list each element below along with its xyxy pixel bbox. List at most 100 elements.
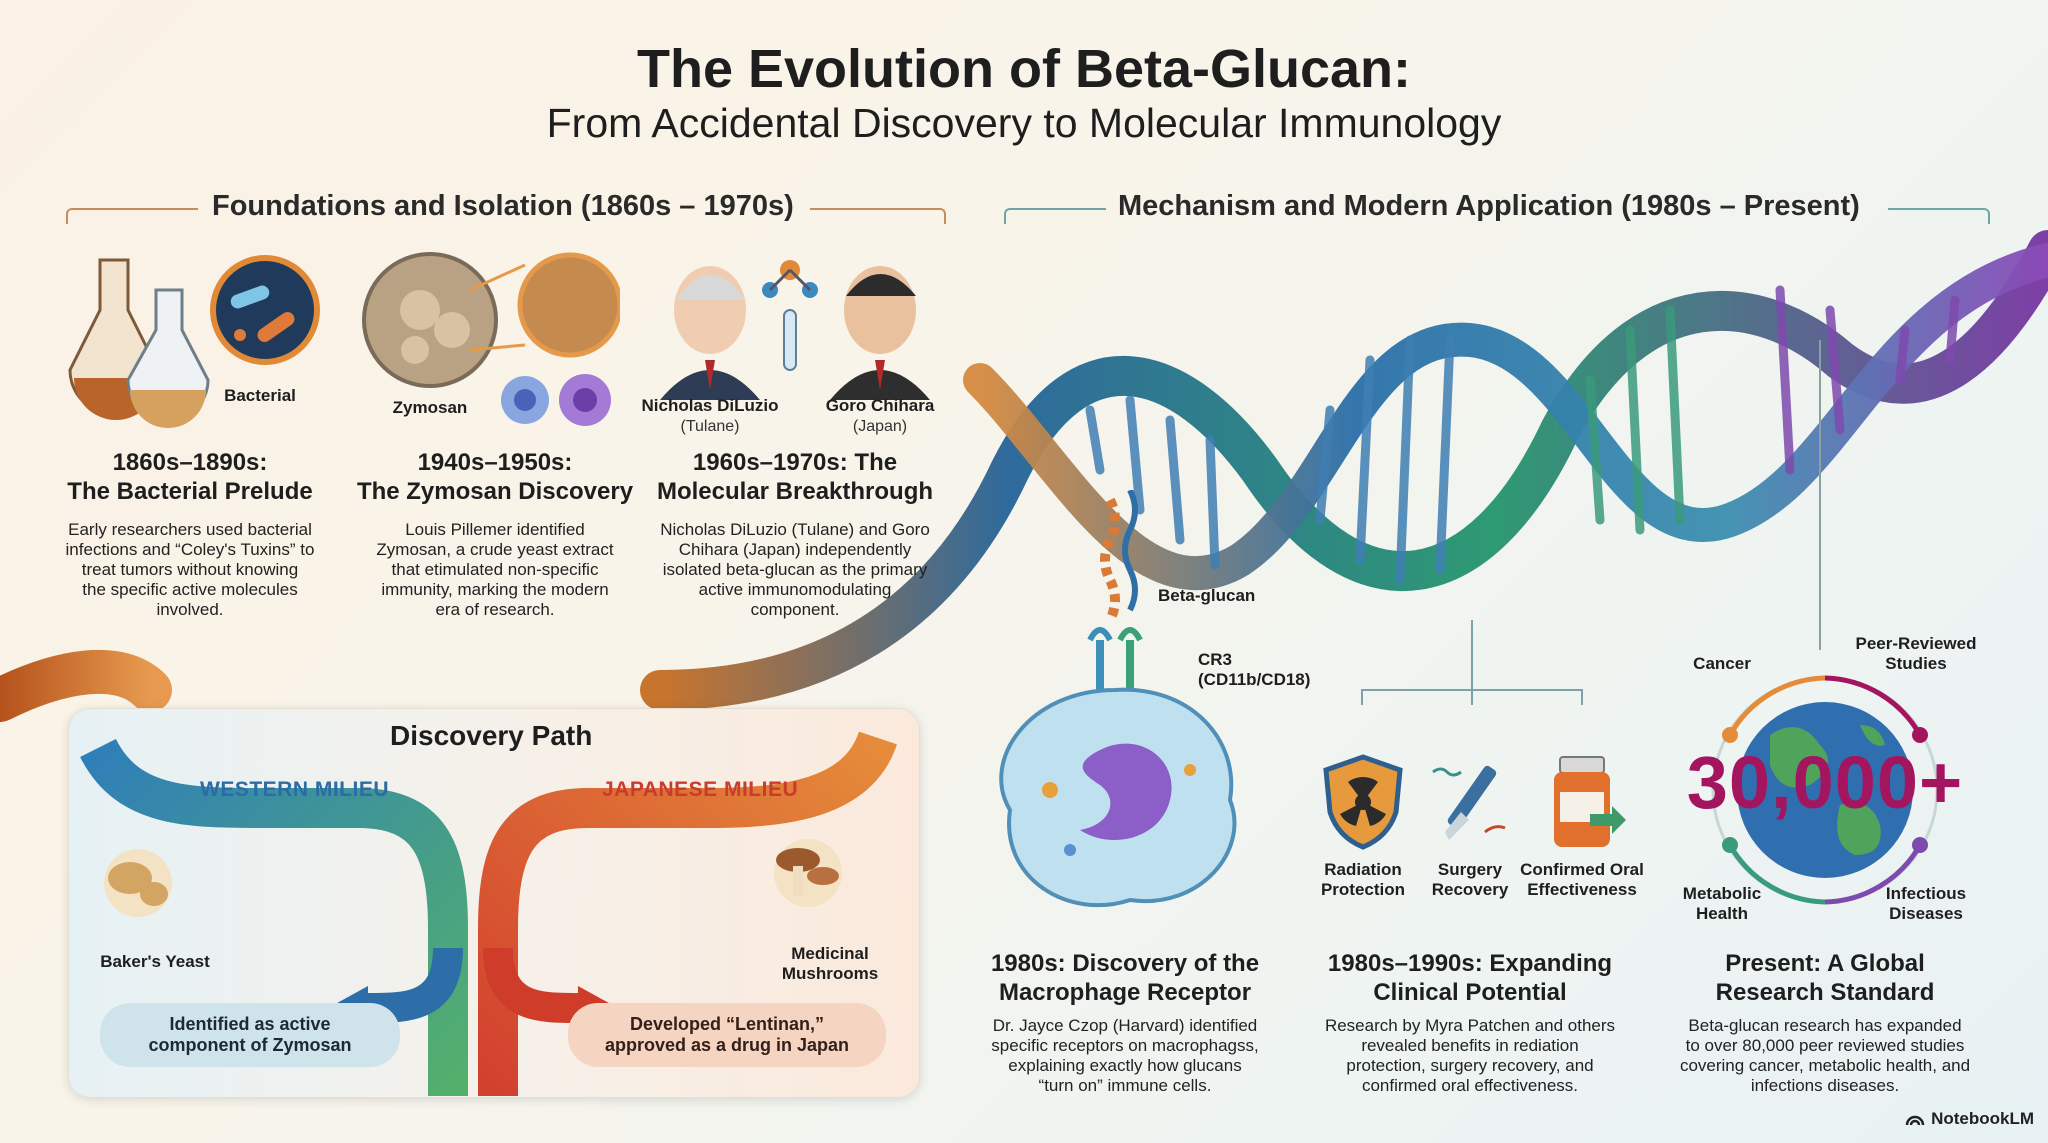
global-title: Present: A Global Research Standard <box>1660 949 1990 1007</box>
peer-label-line: Peer-Reviewed <box>1855 634 1977 653</box>
clinical-title-line1: 1980s–1990s: Expanding <box>1327 950 1613 977</box>
notebooklm-brand: NotebookLM <box>1905 1109 2034 1129</box>
receptor-desc-line: Dr. Jayce Czop (Harvard) identified <box>992 1016 1258 1035</box>
japanese-milieu-label: JAPANESE MILIEU <box>602 778 799 801</box>
era-3-desc-line: component. <box>750 600 840 619</box>
discovery-path-arrows <box>80 730 897 1096</box>
era-1-title-line2: The Bacterial Prelude <box>67 478 313 505</box>
bakers-yeast-label: Baker's Yeast <box>100 952 210 971</box>
western-result-pill: Identified as active component of Zymosa… <box>100 1003 400 1067</box>
peer-label-line: Studies <box>1885 654 1947 673</box>
western-milieu-label: WESTERN MILIEU <box>200 778 389 801</box>
era-2-desc-line: era of research. <box>435 600 555 619</box>
bacterial-image-label: Bacterial <box>224 386 296 405</box>
clinical-description: Research by Myra Patchen and others reve… <box>1300 1016 1640 1096</box>
global-desc-line: covering cancer, metabolic health, and <box>1679 1056 1971 1075</box>
peer-reviewed-node-label: Peer-Reviewed Studies <box>1846 634 1986 674</box>
era-2-desc-line: Zymosan, a crude yeast extract <box>376 540 614 559</box>
surgery-scalpel-icon <box>1432 765 1506 840</box>
infectious-label-line: Infectious <box>1885 884 1967 903</box>
era-2-desc-line: immunity, marking the modern <box>381 580 609 599</box>
era-2-desc-line: that etimulated non-specific <box>391 560 599 579</box>
clinical-title-line2: Clinical Potential <box>1373 979 1567 1006</box>
zymosan-microscope-icon <box>362 252 620 426</box>
era-1-desc-line: involved. <box>156 600 224 619</box>
era-1-desc-line: treat tumors without knowing <box>81 560 299 579</box>
global-title-line2: Research Standard <box>1715 979 1935 1006</box>
globe-network-icon <box>1711 675 1939 905</box>
era-2-desc-line: Louis Pillemer identified <box>405 520 585 539</box>
global-desc-line: Beta-glucan research has expanded <box>1688 1016 1962 1035</box>
metabolic-health-node-label: Metabolic Health <box>1672 884 1772 924</box>
japanese-result-line: Developed “Lentinan,” <box>629 1014 824 1034</box>
receptor-title-line1: 1980s: Discovery of the <box>990 950 1260 977</box>
receptor-desc-line: explaining exactly how glucans <box>1008 1056 1242 1075</box>
receptor-title: 1980s: Discovery of the Macrophage Recep… <box>965 949 1285 1007</box>
clinical-desc-line: protection, surgery recovery, and <box>1346 1056 1594 1075</box>
metabolic-label-line: Metabolic <box>1682 884 1762 903</box>
japanese-result-pill: Developed “Lentinan,” approved as a drug… <box>568 1003 886 1067</box>
era-1-desc-line: the specific active molecules <box>82 580 298 599</box>
era-2-title-line1: 1940s–1950s: <box>417 449 573 476</box>
era-3-description: Nicholas DiLuzio (Tulane) and Goro Chiha… <box>640 520 950 620</box>
macrophage-cell-icon <box>999 490 1237 908</box>
surgery-recovery-label: Surgery Recovery <box>1410 860 1530 900</box>
left-section-label: Foundations and Isolation (1860s – 1970s… <box>212 190 794 222</box>
era-1-description: Early researchers used bacterial infecti… <box>40 520 340 620</box>
global-desc-line: infections diseases. <box>1750 1076 1900 1095</box>
zymosan-image-label: Zymosan <box>392 398 468 417</box>
clinical-desc-line: revealed benefits in rediation <box>1361 1036 1579 1055</box>
era-1-desc-line: Early researchers used bacterial <box>68 520 312 539</box>
clinical-desc-line: confirmed oral effectiveness. <box>1361 1076 1579 1095</box>
study-count-number: 30,000+ <box>1686 741 1964 824</box>
receptor-desc-line: “turn on” immune cells. <box>1038 1076 1212 1095</box>
cr3-label-line: CR3 <box>1198 650 1233 669</box>
surgery-label-line: Surgery <box>1437 860 1503 879</box>
global-description: Beta-glucan research has expanded to ove… <box>1655 1016 1995 1096</box>
medicinal-mushrooms-label: Medicinal Mushrooms <box>760 944 900 984</box>
cancer-node-label: Cancer <box>1693 654 1751 673</box>
chihara-affiliation: (Japan) <box>852 418 908 435</box>
chihara-name: Goro Chihara <box>825 396 935 415</box>
diluzio-name: Nicholas DiLuzio <box>641 396 779 415</box>
oral-label-line: Confirmed Oral <box>1520 860 1644 879</box>
left-section-bracket <box>66 208 198 224</box>
diluzio-affiliation: (Tulane) <box>680 418 740 435</box>
right-section-bracket-right <box>1888 208 1990 224</box>
receptor-description: Dr. Jayce Czop (Harvard) identified spec… <box>965 1016 1285 1096</box>
infectious-label-line: Diseases <box>1889 904 1963 923</box>
radiation-label-line: Radiation <box>1324 860 1402 879</box>
japanese-result-line: approved as a drug in Japan <box>604 1035 850 1055</box>
global-desc-line: to over 80,000 peer reviewed studies <box>1685 1036 1965 1055</box>
receptor-desc-line: specific receptors on macrophagss, <box>991 1036 1259 1055</box>
clinical-desc-line: Research by Myra Patchen and others <box>1324 1016 1616 1035</box>
infectious-diseases-node-label: Infectious Diseases <box>1876 884 1976 924</box>
era-3-desc-line: isolated beta-glucan as the primary <box>662 560 928 579</box>
era-1-title-line1: 1860s–1890s: <box>112 449 268 476</box>
radiation-label-line: Protection <box>1320 880 1406 899</box>
era-2-title-line2: The Zymosan Discovery <box>356 478 634 505</box>
era-2-description: Louis Pillemer identified Zymosan, a cru… <box>350 520 640 620</box>
era-1-desc-line: infections and “Coley's Tuxins” to <box>65 540 315 559</box>
cr3-label: CR3 (CD11b/CD18) <box>1198 650 1338 690</box>
oral-label-line: Effectiveness <box>1527 880 1637 899</box>
mushroom-label-line: Medicinal <box>791 944 869 963</box>
scientist-portraits-icon <box>660 260 930 400</box>
cr3-label-line: (CD11b/CD18) <box>1198 670 1311 689</box>
radiation-shield-icon <box>1323 754 1403 850</box>
era-3-desc-line: Chihara (Japan) independently <box>678 540 912 559</box>
left-section-bracket-right <box>810 208 946 224</box>
era-3-desc-line: active immunomodulating <box>698 580 892 599</box>
era-3-title: 1960s–1970s: The Molecular Breakthrough <box>640 448 950 506</box>
mushroom-label-line: Mushrooms <box>781 964 879 983</box>
clinical-title: 1980s–1990s: Expanding Clinical Potentia… <box>1300 949 1640 1007</box>
era-2-title: 1940s–1950s: The Zymosan Discovery <box>350 448 640 506</box>
radiation-protection-label: Radiation Protection <box>1303 860 1423 900</box>
global-title-line1: Present: A Global <box>1725 950 1925 977</box>
page-title: The Evolution of Beta-Glucan: <box>636 39 1411 99</box>
era-3-title-line2: Molecular Breakthrough <box>656 478 934 505</box>
beta-glucan-label: Beta-glucan <box>1158 586 1256 605</box>
western-result-line: component of Zymosan <box>148 1035 352 1055</box>
notebooklm-logo-icon <box>1905 1115 1925 1126</box>
